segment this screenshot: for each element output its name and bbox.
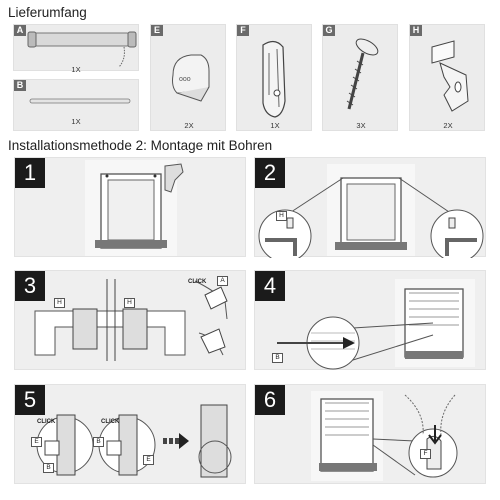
part-tag-a: A — [217, 276, 228, 286]
part-letter: A — [14, 25, 26, 36]
part-tag-b-left: B — [43, 463, 54, 473]
part-tag-b-right: B — [93, 437, 104, 447]
part-quantity: 1X — [270, 121, 280, 130]
part-letter: E — [151, 25, 163, 36]
part-f-panel: F 1X — [236, 24, 312, 131]
step-2-panel: 2 H — [254, 157, 486, 258]
step-number: 3 — [15, 271, 45, 301]
attach-chain-holder-icon — [311, 391, 458, 481]
step-3-panel: 3 H H A CLICK — [14, 270, 246, 370]
mount-blind-icon — [34, 279, 228, 361]
bracket-icon — [431, 40, 469, 112]
part-quantity: 3X — [356, 121, 366, 130]
bracket-mount-detail-icon — [258, 164, 484, 258]
roller-blind-icon — [27, 31, 137, 68]
click-label-right: CLICK — [101, 419, 120, 425]
delivery-scope-title: Lieferumfang — [8, 5, 87, 20]
step-1-panel: 1 — [14, 157, 246, 257]
part-e-panel: E ooo 2X — [150, 24, 226, 131]
screw-icon — [346, 38, 379, 110]
part-letter: H — [410, 25, 422, 36]
part-a-panel: A 1X — [13, 24, 139, 74]
chain-holder-icon — [262, 40, 286, 118]
part-tag-b: B — [272, 353, 283, 363]
part-tag-e-left: E — [31, 437, 42, 447]
part-tag-h-right: H — [124, 298, 135, 308]
svg-text:ooo: ooo — [179, 76, 191, 83]
part-h-panel: H 2X — [409, 24, 485, 131]
click-label: CLICK — [188, 279, 207, 285]
part-quantity: 2X — [184, 121, 194, 130]
part-quantity: 1X — [71, 65, 81, 74]
part-letter: G — [323, 25, 335, 36]
rod-icon — [29, 98, 131, 104]
step-number: 6 — [255, 385, 285, 415]
step-number: 5 — [15, 385, 45, 415]
part-tag-f: F — [420, 449, 431, 459]
step-number: 2 — [255, 158, 285, 188]
part-tag-h: H — [276, 211, 287, 221]
part-b-panel: B 1X — [13, 79, 139, 131]
part-tag-e-right: E — [143, 455, 154, 465]
installation-method-title: Installationsmethode 2: Montage mit Bohr… — [8, 138, 273, 153]
attach-end-cap-icon — [36, 404, 232, 478]
insert-rod-icon — [277, 279, 475, 370]
step-4-panel: 4 B — [254, 270, 486, 370]
end-cap-icon: ooo — [172, 54, 210, 102]
click-label-left: CLICK — [37, 419, 56, 425]
step-number: 1 — [15, 158, 45, 188]
part-g-panel: G 3X — [322, 24, 398, 131]
step-5-panel: 5 CLICK CLICK E B B E — [14, 384, 246, 484]
part-quantity: 1X — [71, 117, 81, 126]
step-6-panel: 6 F — [254, 384, 486, 484]
step-number: 4 — [255, 271, 285, 301]
part-letter: B — [14, 80, 26, 91]
part-tag-h-left: H — [54, 298, 65, 308]
part-letter: F — [237, 25, 249, 36]
part-quantity: 2X — [443, 121, 453, 130]
drill-window-icon — [85, 160, 184, 256]
